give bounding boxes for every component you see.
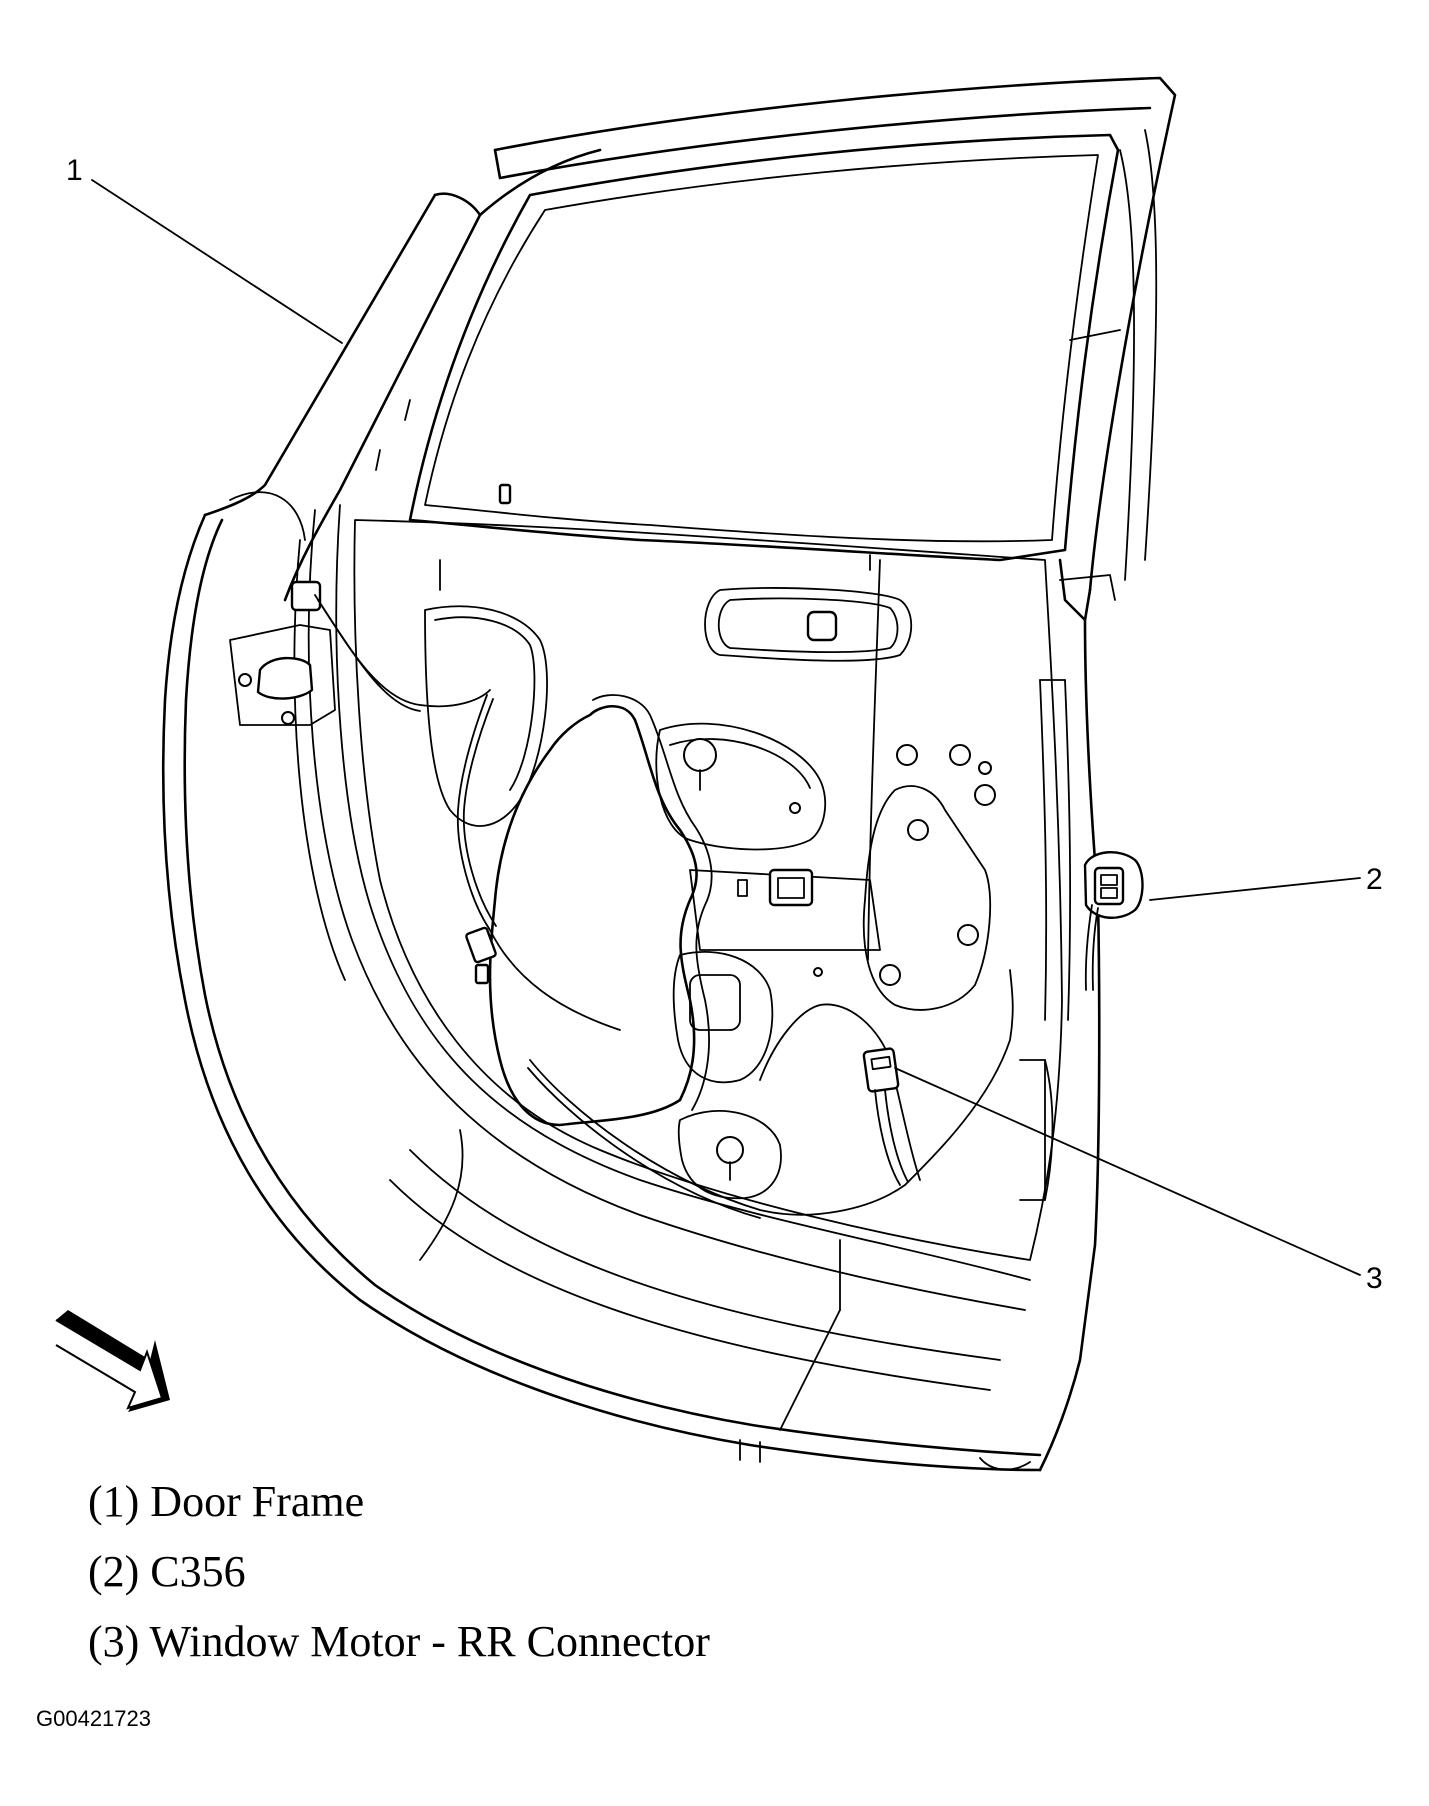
direction-arrow-icon <box>55 1310 170 1412</box>
callout-1-number: 1 <box>66 154 83 187</box>
hinge-area <box>229 491 336 726</box>
window-motor-connector <box>862 1047 909 1186</box>
diamond-recess <box>862 744 996 1011</box>
window-opening <box>375 129 1158 601</box>
upper-left-pocket <box>424 559 548 827</box>
callout-1: 1 <box>66 154 343 344</box>
door-frame <box>161 76 1177 1472</box>
mid-recess <box>655 722 881 951</box>
figure-id: G00421723 <box>36 1706 151 1731</box>
service-opening <box>488 694 713 1127</box>
legend-item-door-frame: (1) Door Frame <box>88 1477 365 1526</box>
connector-c356 <box>1083 851 1144 991</box>
inner-panel <box>293 504 1072 1431</box>
legend-item-c356: (2) C356 <box>88 1547 246 1596</box>
wiring-harness <box>314 483 1014 1219</box>
callout-2: 2 <box>1149 863 1383 901</box>
legend-item-window-motor-connector: (3) Window Motor - RR Connector <box>88 1617 710 1666</box>
upper-slot <box>704 587 913 662</box>
callout-3: 3 <box>894 1067 1383 1295</box>
callout-2-number: 2 <box>1366 863 1383 896</box>
lower-recess <box>672 951 823 1200</box>
callout-3-number: 3 <box>1366 1262 1383 1295</box>
